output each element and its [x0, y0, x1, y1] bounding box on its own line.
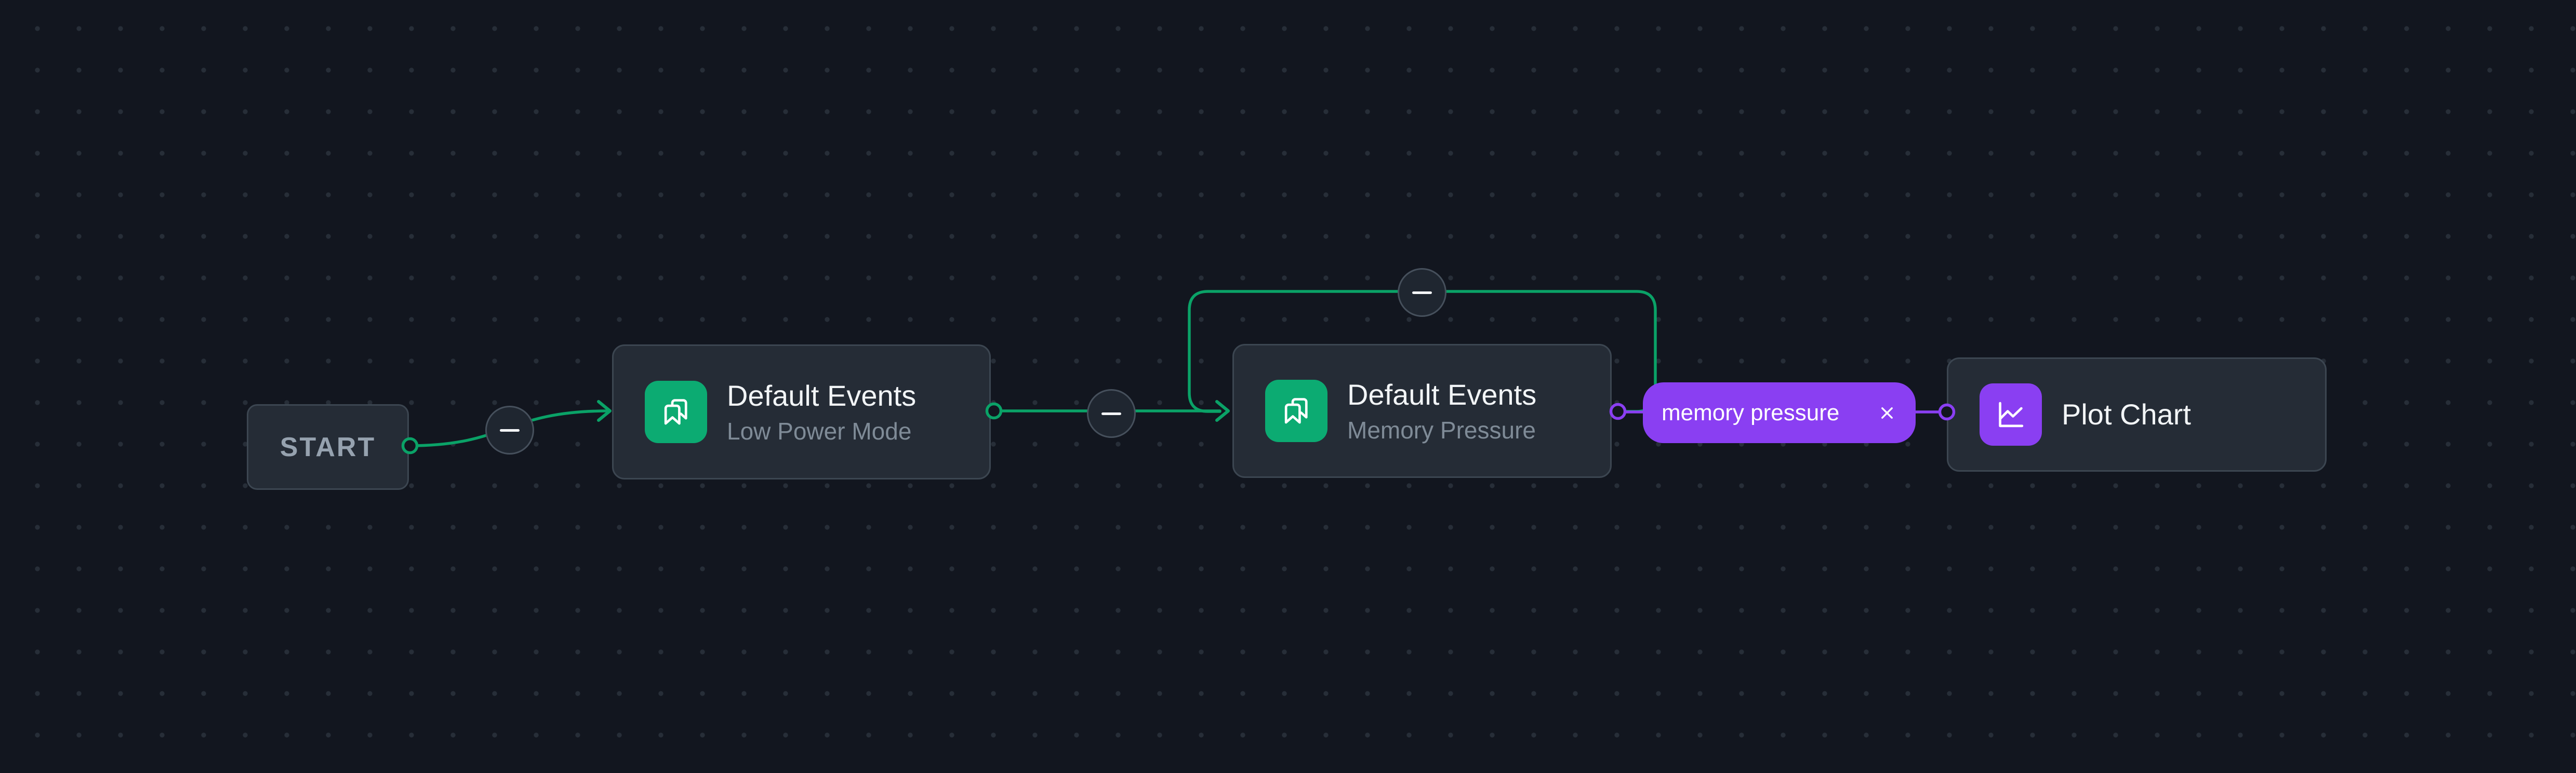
- minus-button-edge-middle[interactable]: [1087, 389, 1136, 438]
- edge-label-memory-pressure[interactable]: memory pressure: [1643, 382, 1916, 443]
- node-plot-chart[interactable]: Plot Chart: [1947, 357, 2327, 472]
- node-title: Plot Chart: [2062, 398, 2191, 431]
- arrowhead-into-low-power: [597, 400, 612, 422]
- node-subtitle: Low Power Mode: [727, 417, 912, 445]
- node-default-events-memory-pressure[interactable]: Default Events Memory Pressure: [1232, 344, 1612, 478]
- node-title: Default Events: [727, 379, 917, 412]
- output-port-start[interactable]: [401, 437, 419, 455]
- node-default-events-low-power[interactable]: Default Events Low Power Mode: [612, 344, 991, 479]
- bookmarks-icon: [1265, 380, 1327, 442]
- node-start[interactable]: START: [247, 404, 409, 490]
- line-chart-icon: [1980, 383, 2042, 446]
- output-port-low-power[interactable]: [985, 402, 1003, 420]
- x-icon[interactable]: [1878, 404, 1896, 422]
- minus-icon: [1412, 291, 1432, 294]
- minus-button-self-loop[interactable]: [1398, 268, 1446, 317]
- node-subtitle: Memory Pressure: [1347, 416, 1536, 444]
- node-title: Default Events: [1347, 378, 1537, 411]
- output-port-memory-pressure[interactable]: [1609, 403, 1627, 420]
- minus-icon: [1101, 412, 1121, 415]
- start-node-label: START: [280, 432, 376, 462]
- arrowhead-into-memory-pressure: [1215, 400, 1230, 422]
- minus-icon: [500, 429, 520, 432]
- input-port-plot-chart[interactable]: [1938, 403, 1956, 421]
- minus-button-edge-start[interactable]: [485, 406, 534, 455]
- bookmarks-icon: [645, 381, 707, 443]
- edge-label-text: memory pressure: [1662, 399, 1840, 425]
